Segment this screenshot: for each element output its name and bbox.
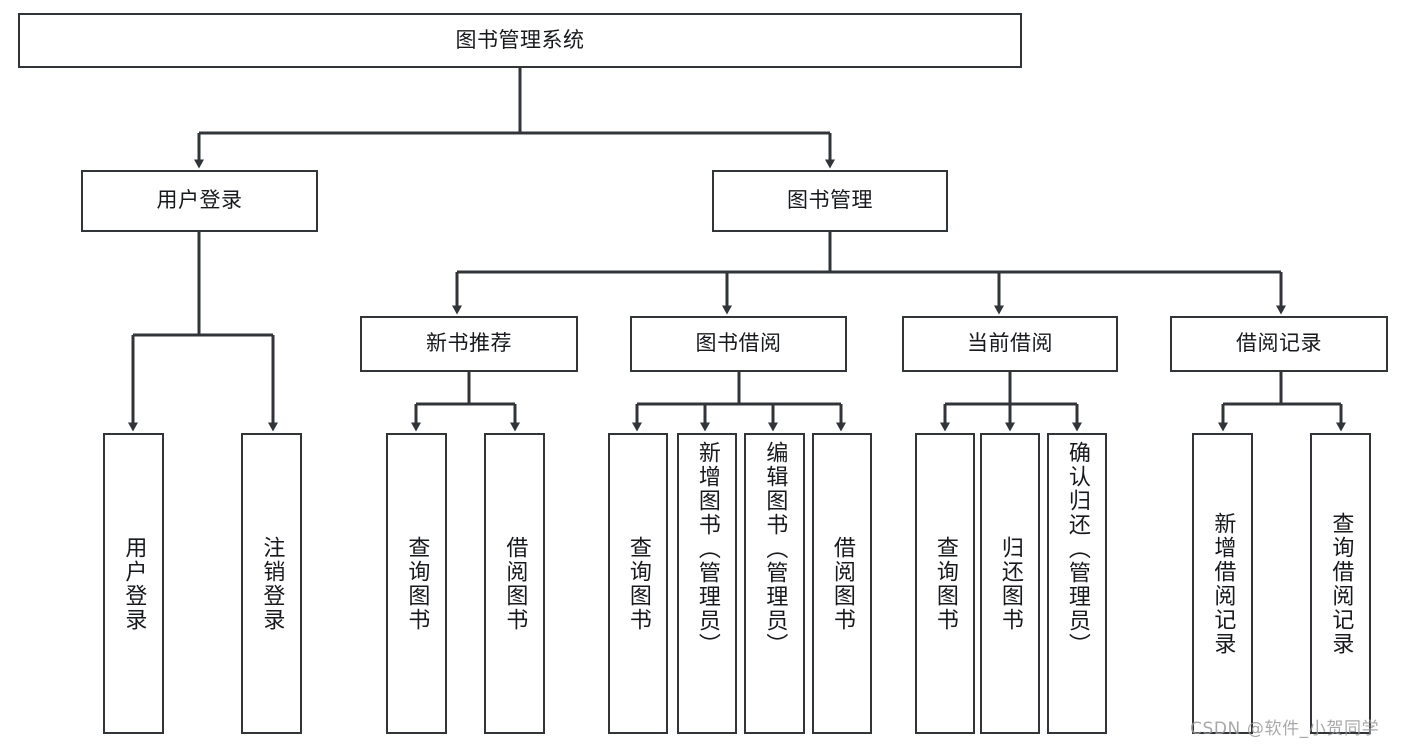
node-leaf-borrow-book-1-label: 借阅图书 xyxy=(502,535,528,632)
node-leaf-add-borrow-record[interactable]: 新增借阅记录 xyxy=(1192,433,1253,734)
node-root[interactable]: 图书管理系统 xyxy=(18,13,1022,68)
node-leaf-borrow-book-1[interactable]: 借阅图书 xyxy=(484,433,545,734)
node-leaf-add-borrow-record-label: 新增借阅记录 xyxy=(1210,511,1236,656)
node-leaf-confirm-return-admin[interactable]: 确认归还（管理员） xyxy=(1047,433,1107,734)
node-user-login[interactable]: 用户登录 xyxy=(81,170,318,232)
node-leaf-query-borrow-record[interactable]: 查询借阅记录 xyxy=(1310,433,1371,734)
node-leaf-query-book-2-label: 查询图书 xyxy=(625,535,651,632)
node-leaf-edit-book-admin[interactable]: 编辑图书（管理员） xyxy=(744,433,805,734)
node-book-manage-label: 图书管理 xyxy=(787,188,873,213)
node-leaf-query-borrow-record-label: 查询借阅记录 xyxy=(1328,511,1354,656)
node-leaf-return-book[interactable]: 归还图书 xyxy=(980,433,1040,734)
node-book-borrow[interactable]: 图书借阅 xyxy=(630,316,847,372)
node-borrow-record[interactable]: 借阅记录 xyxy=(1170,316,1388,372)
node-current-borrow-label: 当前借阅 xyxy=(967,331,1053,356)
node-new-book-recommend[interactable]: 新书推荐 xyxy=(360,316,578,372)
node-leaf-user-login-label: 用户登录 xyxy=(121,535,147,632)
node-leaf-add-book-admin[interactable]: 新增图书（管理员） xyxy=(677,433,737,734)
csdn-watermark: CSDN @软件_小贺同学 xyxy=(1190,719,1380,739)
node-leaf-return-book-label: 归还图书 xyxy=(997,535,1023,632)
node-root-label: 图书管理系统 xyxy=(455,27,585,52)
node-leaf-query-book-3-label: 查询图书 xyxy=(932,535,958,632)
node-leaf-borrow-book-2-label: 借阅图书 xyxy=(829,535,855,632)
node-leaf-logout-login[interactable]: 注销登录 xyxy=(241,433,302,734)
node-leaf-edit-book-admin-label: 编辑图书（管理员） xyxy=(762,441,788,657)
node-leaf-query-book-1[interactable]: 查询图书 xyxy=(386,433,447,734)
node-current-borrow[interactable]: 当前借阅 xyxy=(902,316,1118,372)
node-leaf-query-book-3[interactable]: 查询图书 xyxy=(915,433,975,734)
node-user-login-label: 用户登录 xyxy=(156,188,243,213)
node-leaf-borrow-book-2[interactable]: 借阅图书 xyxy=(812,433,872,734)
node-leaf-query-book-2[interactable]: 查询图书 xyxy=(608,433,668,734)
node-new-book-recommend-label: 新书推荐 xyxy=(426,331,512,356)
node-leaf-user-login[interactable]: 用户登录 xyxy=(103,433,164,734)
node-borrow-record-label: 借阅记录 xyxy=(1236,331,1322,356)
node-book-manage[interactable]: 图书管理 xyxy=(712,170,948,232)
node-leaf-add-book-admin-label: 新增图书（管理员） xyxy=(694,441,720,657)
node-leaf-query-book-1-label: 查询图书 xyxy=(404,535,430,632)
node-book-borrow-label: 图书借阅 xyxy=(695,331,782,356)
node-leaf-logout-login-label: 注销登录 xyxy=(259,535,285,632)
node-leaf-confirm-return-admin-label: 确认归还（管理员） xyxy=(1064,441,1090,657)
